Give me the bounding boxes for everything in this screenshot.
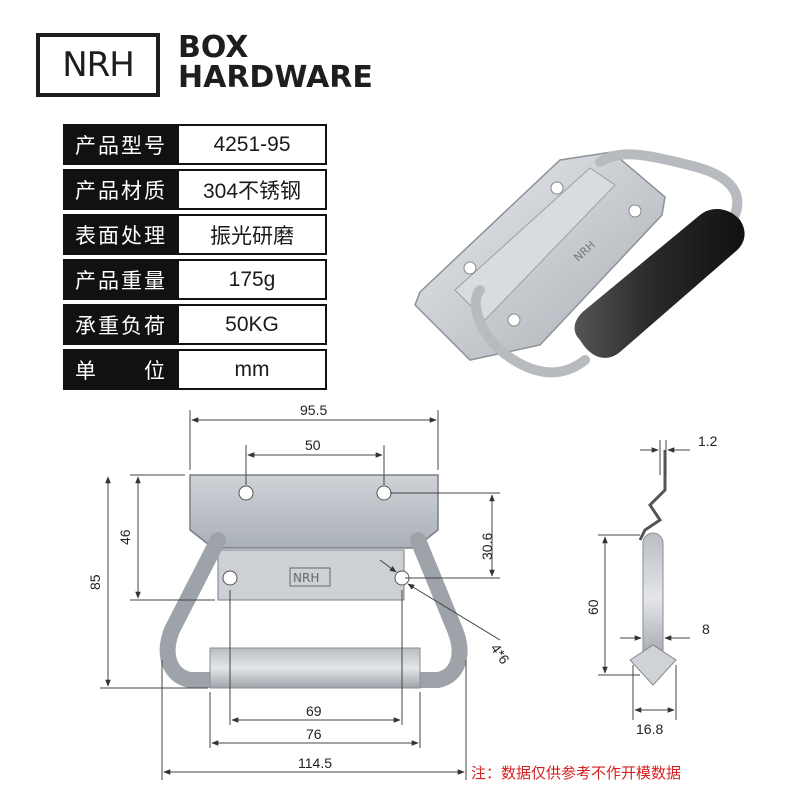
dim-grip-outer: 76 <box>306 726 322 742</box>
front-dim-labels: 95.5 50 46 85 30.6 4*6 69 76 114.5 <box>87 402 513 771</box>
mount-hole-icon <box>463 261 477 275</box>
dim-overall-width: 95.5 <box>300 402 327 418</box>
spec-row-unit: 单 位 mm <box>63 349 327 390</box>
dim-tube: 8 <box>702 621 710 637</box>
side-end <box>629 644 677 686</box>
spec-value: 50KG <box>179 304 327 345</box>
spec-key: 单 位 <box>63 349 179 390</box>
dim-height-plate: 46 <box>117 529 133 545</box>
spec-table: 产品型号 4251-95 产品材质 304不锈钢 表面处理 振光研磨 产品重量 … <box>63 124 327 394</box>
spec-row-load: 承重负荷 50KG <box>63 304 327 345</box>
spec-value: 175g <box>179 259 327 300</box>
logo-mark: NRH <box>62 45 135 85</box>
spec-key: 表面处理 <box>63 214 179 255</box>
handle-wire <box>470 285 590 378</box>
mount-hole-icon <box>550 181 564 195</box>
spec-value: 304不锈钢 <box>179 169 327 210</box>
brand-line2: HARDWARE <box>178 60 373 95</box>
spec-row-finish: 表面处理 振光研磨 <box>63 214 327 255</box>
spec-row-model: 产品型号 4251-95 <box>63 124 327 165</box>
spec-row-material: 产品材质 304不锈钢 <box>63 169 327 210</box>
plate-mark-box <box>289 567 331 587</box>
spec-row-weight: 产品重量 175g <box>63 259 327 300</box>
spec-key: 产品材质 <box>63 169 179 210</box>
hole-icon <box>238 485 254 501</box>
brand-line1: BOX <box>178 30 249 65</box>
hole-icon <box>222 570 238 586</box>
brand-logo: NRH <box>36 33 160 97</box>
handle-wire <box>595 149 743 230</box>
dim-thickness: 1.2 <box>698 433 718 449</box>
dim-grip-inner: 69 <box>306 703 322 719</box>
front-view: NRH <box>100 410 501 780</box>
dim-depth: 16.8 <box>636 721 663 737</box>
side-grip <box>642 532 664 664</box>
dim-handle-width: 114.5 <box>298 755 332 771</box>
dim-height-total: 85 <box>87 574 103 590</box>
mount-hole-icon <box>628 204 642 218</box>
dim-side-height: 60 <box>585 599 601 615</box>
hole-icon <box>376 485 392 501</box>
side-view <box>598 440 690 720</box>
spec-value: 4251-95 <box>179 124 327 165</box>
disclaimer-note: 注：数据仅供参考不作开模数据 <box>471 764 682 782</box>
brand-name: BOX HARDWARE <box>178 33 373 93</box>
side-plate <box>638 450 667 541</box>
front-plate-mark: NRH <box>293 571 319 585</box>
spec-key: 产品重量 <box>63 259 179 300</box>
spec-key: 产品型号 <box>63 124 179 165</box>
spec-key: 承重负荷 <box>63 304 179 345</box>
product-photo: NRH <box>414 149 745 378</box>
dim-offset: 30.6 <box>479 533 495 560</box>
handle-grip <box>574 208 745 358</box>
mount-hole-icon <box>507 313 521 327</box>
dim-hole-spacing: 50 <box>305 437 321 453</box>
front-plate-lower <box>217 549 405 601</box>
dim-hole: 4*6 <box>488 641 513 668</box>
front-handle-wire <box>159 532 468 688</box>
side-dim-labels: 1.2 60 8 16.8 <box>585 433 718 737</box>
front-plate <box>189 474 439 549</box>
front-grip <box>209 647 421 689</box>
spec-value: mm <box>179 349 327 390</box>
spec-value: 振光研磨 <box>179 214 327 255</box>
